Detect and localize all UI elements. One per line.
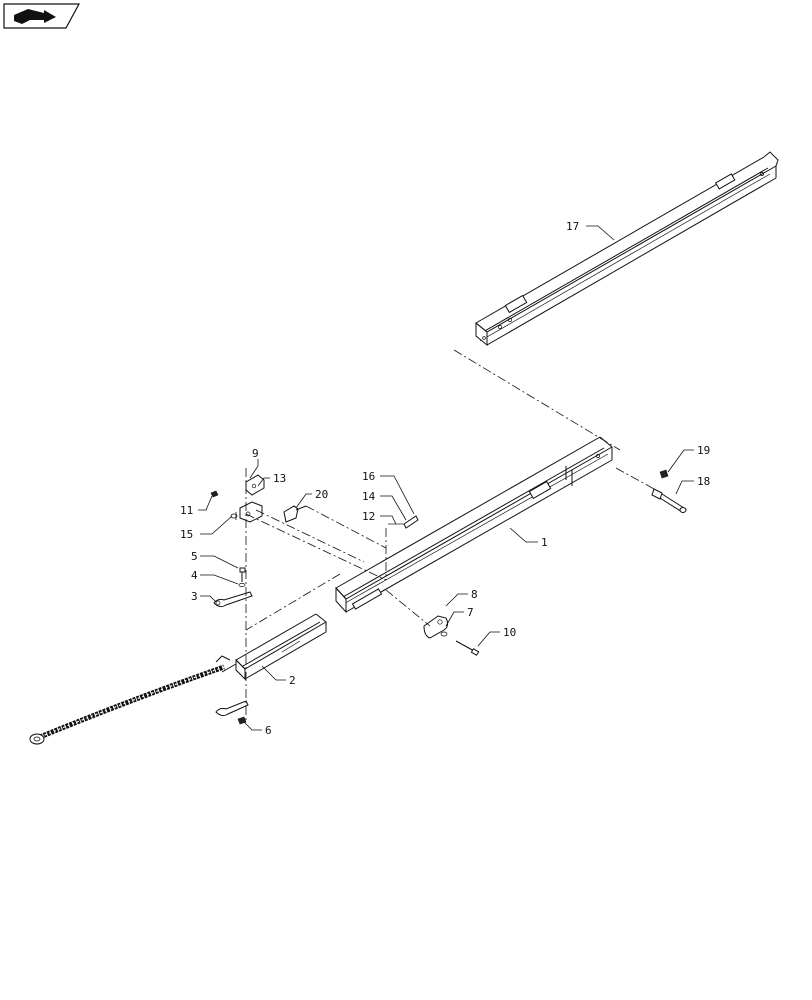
pin-part-20 bbox=[283, 505, 307, 523]
bolt-part-10 bbox=[455, 640, 480, 656]
clip-part-19 bbox=[659, 469, 669, 479]
callout-1: 1 bbox=[541, 536, 548, 549]
tube-part-17 bbox=[475, 151, 779, 347]
callout-19: 19 bbox=[697, 444, 710, 457]
clip-part-3 bbox=[213, 591, 253, 608]
callout-3: 3 bbox=[191, 590, 198, 603]
callout-6: 6 bbox=[265, 724, 272, 737]
callout-12: 12 bbox=[362, 510, 375, 523]
callout-17: 17 bbox=[566, 220, 579, 233]
clip-part-6 bbox=[215, 700, 249, 725]
tongue-part-2 bbox=[215, 613, 327, 681]
pin-part-18 bbox=[651, 488, 687, 513]
bolt-part-5 bbox=[238, 567, 246, 587]
callout-11: 11 bbox=[180, 504, 193, 517]
part-callouts: 17 1 2 3 4 5 6 7 8 9 10 11 12 13 14 15 1… bbox=[180, 220, 710, 737]
clip-part-8 bbox=[423, 615, 449, 639]
callout-7: 7 bbox=[467, 606, 474, 619]
washer-part-15 bbox=[210, 490, 238, 519]
callout-16: 16 bbox=[362, 470, 375, 483]
callout-10: 10 bbox=[503, 626, 516, 639]
callout-9: 9 bbox=[252, 447, 259, 460]
callout-4: 4 bbox=[191, 569, 198, 582]
callout-8: 8 bbox=[471, 588, 478, 601]
page-turn-arrow-icon[interactable] bbox=[3, 3, 81, 29]
bracket-part-9 bbox=[239, 474, 265, 523]
callout-13: 13 bbox=[273, 472, 286, 485]
leader-lines bbox=[198, 225, 694, 731]
safety-chain bbox=[29, 664, 225, 745]
tube-part-1 bbox=[335, 436, 613, 614]
callout-15: 15 bbox=[180, 528, 193, 541]
callout-20: 20 bbox=[315, 488, 328, 501]
assembly-lines bbox=[235, 349, 657, 720]
callout-18: 18 bbox=[697, 475, 710, 488]
callout-2: 2 bbox=[289, 674, 296, 687]
callout-14: 14 bbox=[362, 490, 376, 503]
callout-5: 5 bbox=[191, 550, 198, 563]
